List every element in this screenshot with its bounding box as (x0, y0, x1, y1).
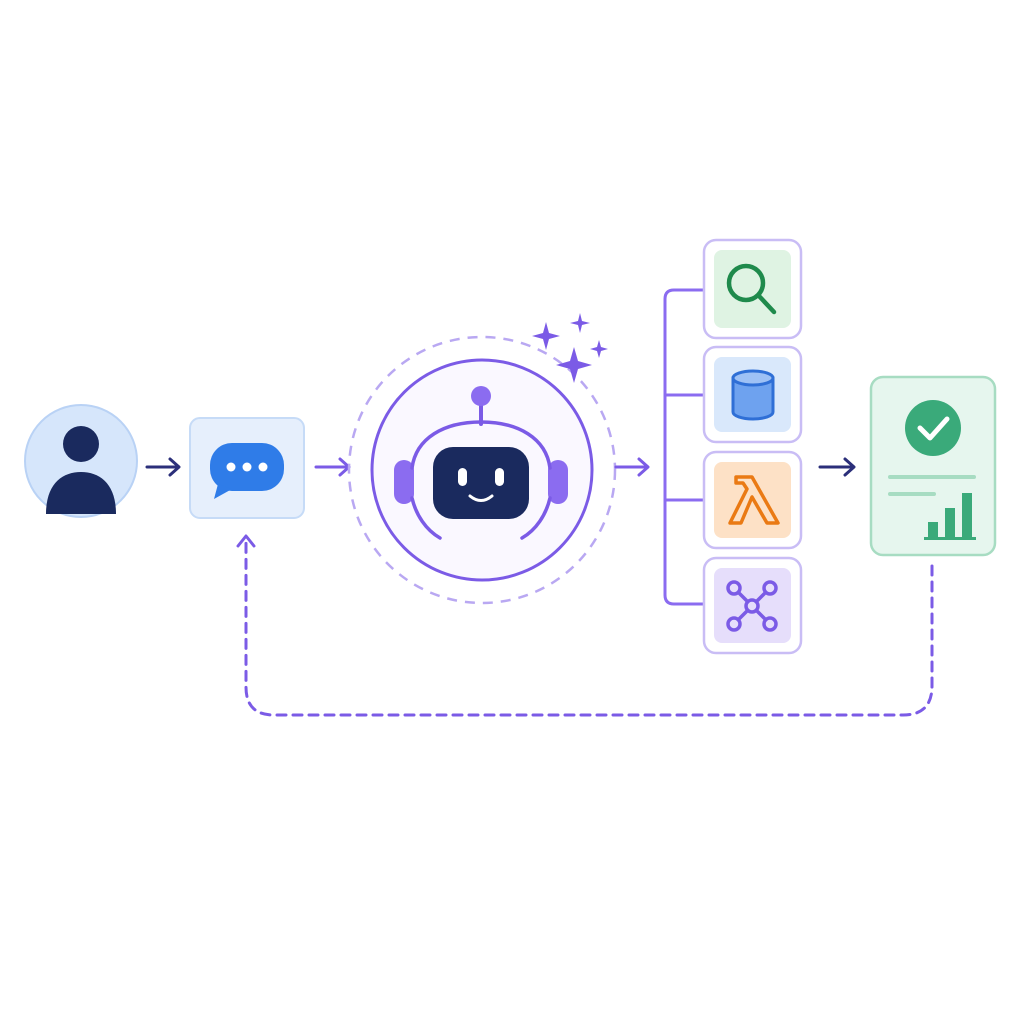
ai-agent-node (347, 313, 617, 605)
chat-bubble-icon (210, 443, 284, 499)
arrow-user-to-prompt (145, 457, 181, 477)
sparkle-icon (532, 313, 608, 383)
tool-database (702, 345, 803, 444)
feedback-loop-arrow (236, 534, 934, 717)
lambda-icon (728, 475, 780, 525)
bar-chart-icon (924, 493, 976, 540)
tool-search (702, 238, 803, 340)
arrow-agent-to-tools (614, 457, 650, 477)
tool-bracket (663, 288, 706, 606)
tool-stack (663, 238, 803, 655)
chat-prompt-card (189, 417, 305, 519)
robot-icon (394, 386, 568, 540)
arrow-tools-to-result (818, 457, 856, 477)
magnifier-icon (726, 263, 777, 315)
arrow-prompt-to-agent (314, 457, 351, 477)
tool-graph (702, 556, 803, 655)
result-report-card (869, 375, 997, 557)
network-icon (726, 580, 778, 632)
check-circle-icon (905, 400, 961, 456)
database-icon (731, 369, 775, 421)
tool-function (702, 450, 803, 550)
user-avatar-icon (24, 404, 138, 518)
